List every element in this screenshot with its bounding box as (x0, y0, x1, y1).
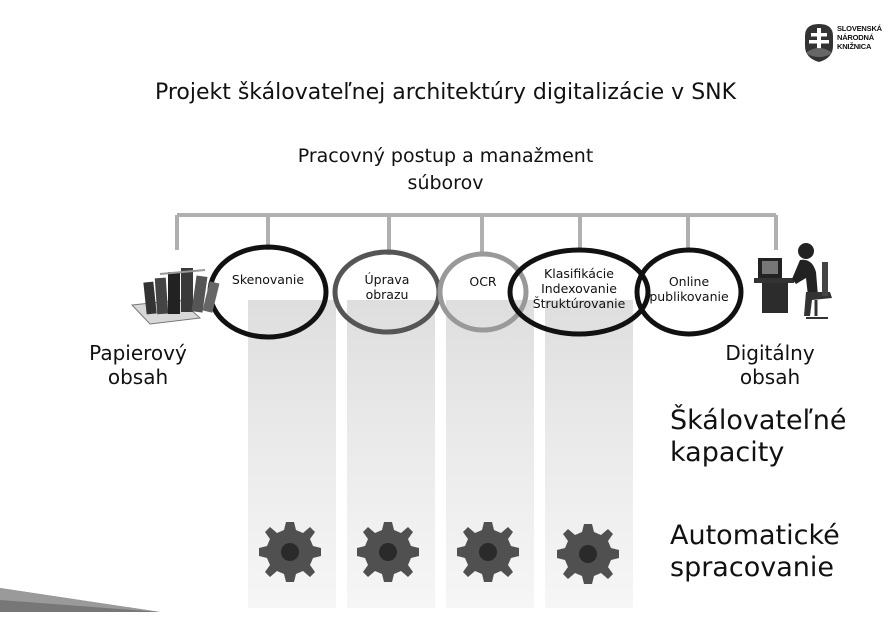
workflow-line-2: súborov (407, 172, 484, 194)
stage-label-classification: Klasifikácie Indexovanie Štruktúrovanie (514, 266, 644, 311)
computer-user-icon (754, 243, 832, 319)
automation-label: Automatické spracovanie (670, 520, 840, 584)
stage-line: obrazu (365, 287, 409, 302)
target-label: Digitálny obsah (710, 341, 830, 389)
stage-label-ocr: OCR (448, 274, 518, 289)
target-line: Digitálny (725, 341, 815, 365)
automation-line: Automatické (670, 520, 840, 551)
stage-ellipse-classification (507, 247, 651, 337)
stage-ellipse-ocr (437, 251, 529, 333)
logo: SLOVENSKÁ NÁRODNÁ KNIŽNICA (803, 22, 887, 64)
stage-line: Štruktúrovanie (532, 296, 626, 311)
gear-icon-2 (357, 522, 419, 582)
stage-line: Skenovanie (231, 272, 305, 287)
logo-line-3: KNIŽNICA (837, 42, 872, 51)
source-line: Papierový (89, 341, 187, 365)
gear-icon-4 (557, 524, 619, 584)
double-cross-emblem-icon (805, 24, 833, 62)
stage-line: Indexovanie (541, 281, 617, 296)
stage-line: Úprava (364, 272, 410, 287)
stage-label-publishing: Online publikovanie (640, 274, 738, 304)
workflow-line-1: Pracovný postup a manažment (297, 145, 594, 167)
stage-label-scanning: Skenovanie (214, 272, 322, 287)
page-title: Projekt škálovateľnej architektúry digit… (154, 80, 737, 105)
logo-line-1: SLOVENSKÁ (837, 24, 882, 33)
target-line: obsah (739, 365, 801, 389)
source-label: Papierový obsah (78, 341, 198, 389)
stage-line: publikovanie (649, 289, 729, 304)
source-line: obsah (107, 365, 169, 389)
automation-line: spracovanie (670, 552, 834, 583)
books-icon (130, 268, 220, 325)
stage-ellipse-publishing (634, 247, 744, 337)
stage-label-image-editing: Úprava obrazu (340, 272, 434, 302)
gear-icon-1 (259, 522, 321, 582)
capacity-label: Škálovateľné kapacity (670, 405, 846, 469)
logo-line-2: NÁRODNÁ (837, 33, 874, 42)
gear-icon-3 (457, 522, 519, 582)
capacity-line: Škálovateľné (670, 405, 847, 436)
stage-line: Online (668, 274, 710, 289)
workflow-bracket (175, 213, 778, 255)
capacity-line: kapacity (670, 437, 785, 468)
stage-line: Klasifikácie (544, 266, 614, 281)
stage-line: OCR (469, 274, 497, 289)
stage-ellipse-scanning (207, 244, 329, 340)
workflow-label: Pracovný postup a manažment súborov (0, 143, 891, 197)
